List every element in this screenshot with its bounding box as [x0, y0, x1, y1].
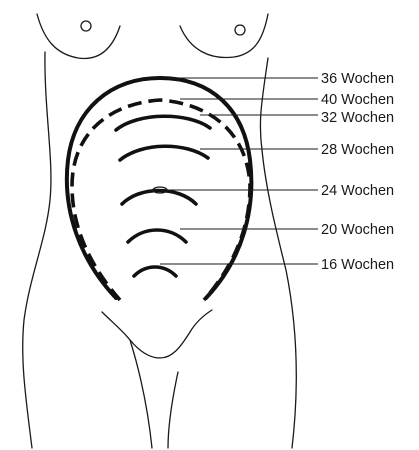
arc-20-weeks — [128, 230, 186, 242]
arc-28-weeks — [120, 146, 208, 160]
right-body-contour — [260, 58, 296, 448]
fundus-40-weeks — [72, 100, 250, 300]
left-body-contour — [23, 52, 51, 448]
week-labels: 36 Wochen 40 Wochen 32 Wochen 28 Wochen … — [321, 71, 394, 273]
label-24-weeks: 24 Wochen — [321, 183, 394, 199]
left-nipple — [81, 21, 91, 31]
label-40-weeks: 40 Wochen — [321, 92, 394, 108]
arc-16-weeks — [134, 267, 176, 276]
leader-lines — [160, 78, 318, 264]
label-16-weeks: 16 Wochen — [321, 257, 394, 273]
right-leg-line — [168, 372, 178, 448]
label-36-weeks: 36 Wochen — [321, 71, 394, 87]
left-leg-line — [130, 340, 152, 448]
label-28-weeks: 28 Wochen — [321, 142, 394, 158]
label-20-weeks: 20 Wochen — [321, 222, 394, 238]
right-chest-line — [180, 14, 268, 58]
right-nipple — [235, 25, 245, 35]
groin-line — [102, 310, 212, 358]
left-chest-line — [37, 14, 120, 58]
label-32-weeks: 32 Wochen — [321, 110, 394, 126]
fundal-arcs — [116, 116, 210, 276]
arc-32-weeks — [116, 116, 210, 130]
